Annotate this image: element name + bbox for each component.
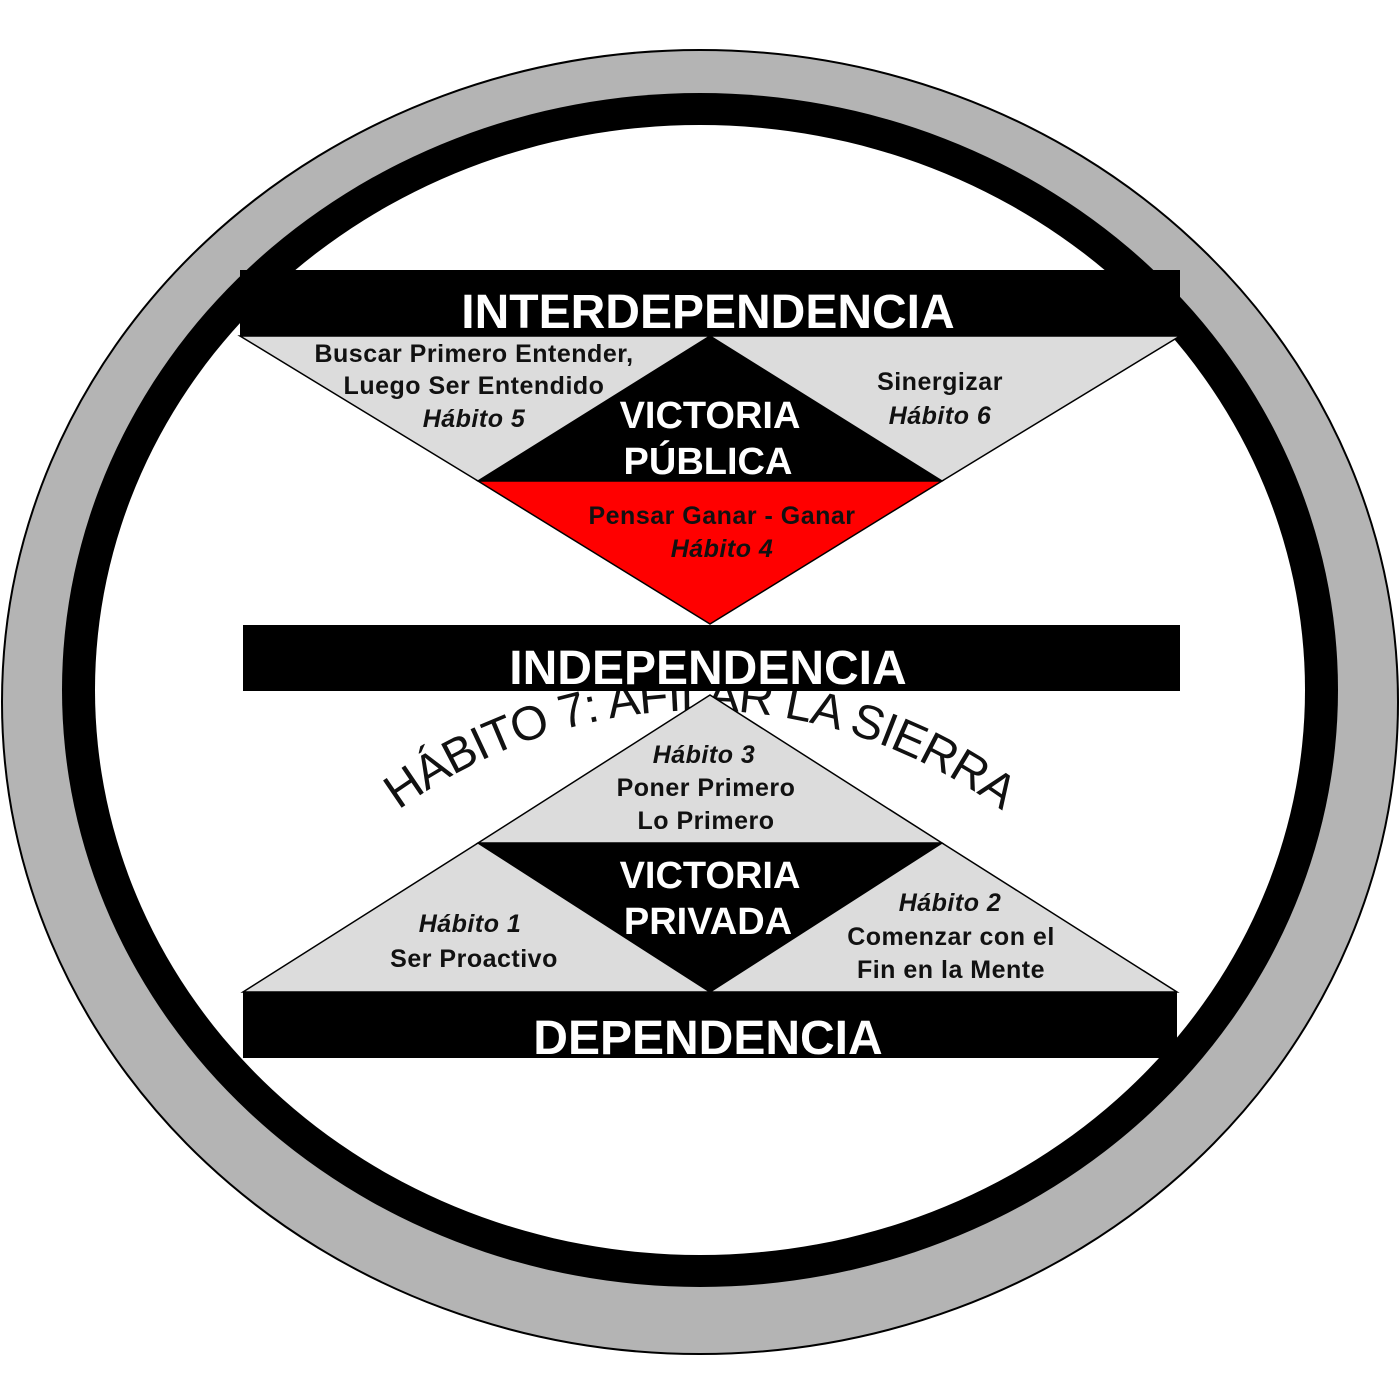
habit5-line2: Luego Ser Entendido xyxy=(344,372,605,400)
habit6-line1: Sinergizar xyxy=(877,368,1003,396)
habit6-label: Hábito 6 xyxy=(889,402,992,430)
private-victory-line2: PRIVADA xyxy=(624,901,792,943)
habit2-line1: Comenzar con el xyxy=(847,923,1055,951)
habit3-label: Hábito 3 xyxy=(653,741,756,769)
habit3-line1: Poner Primero xyxy=(617,774,796,802)
habit3-line2: Lo Primero xyxy=(638,807,775,835)
interdependencia-label: INTERDEPENDENCIA xyxy=(461,286,954,339)
interdependencia-bar xyxy=(240,270,1180,336)
public-victory-line2: PÚBLICA xyxy=(624,439,793,483)
dependencia-label: DEPENDENCIA xyxy=(533,1012,882,1065)
habit5-label: Hábito 5 xyxy=(423,405,526,433)
habit2-label: Hábito 2 xyxy=(899,889,1002,917)
habit1-line1: Ser Proactivo xyxy=(390,945,558,973)
public-victory-line1: VICTORIA xyxy=(620,395,801,437)
public-victory-diamond xyxy=(478,336,942,481)
habit5-line1: Buscar Primero Entender, xyxy=(314,340,633,368)
private-victory-diamond xyxy=(478,843,942,992)
dependencia-bar xyxy=(243,992,1177,1058)
habit4-label: Hábito 4 xyxy=(671,535,774,563)
habit1-label: Hábito 1 xyxy=(419,910,522,938)
habit4-wedge xyxy=(475,480,945,625)
habit2-line2: Fin en la Mente xyxy=(857,956,1045,984)
independencia-bar xyxy=(243,625,1180,691)
independencia-label: INDEPENDENCIA xyxy=(509,642,906,695)
habit4-line1: Pensar Ganar - Ganar xyxy=(588,502,855,530)
private-victory-line1: VICTORIA xyxy=(620,855,801,897)
